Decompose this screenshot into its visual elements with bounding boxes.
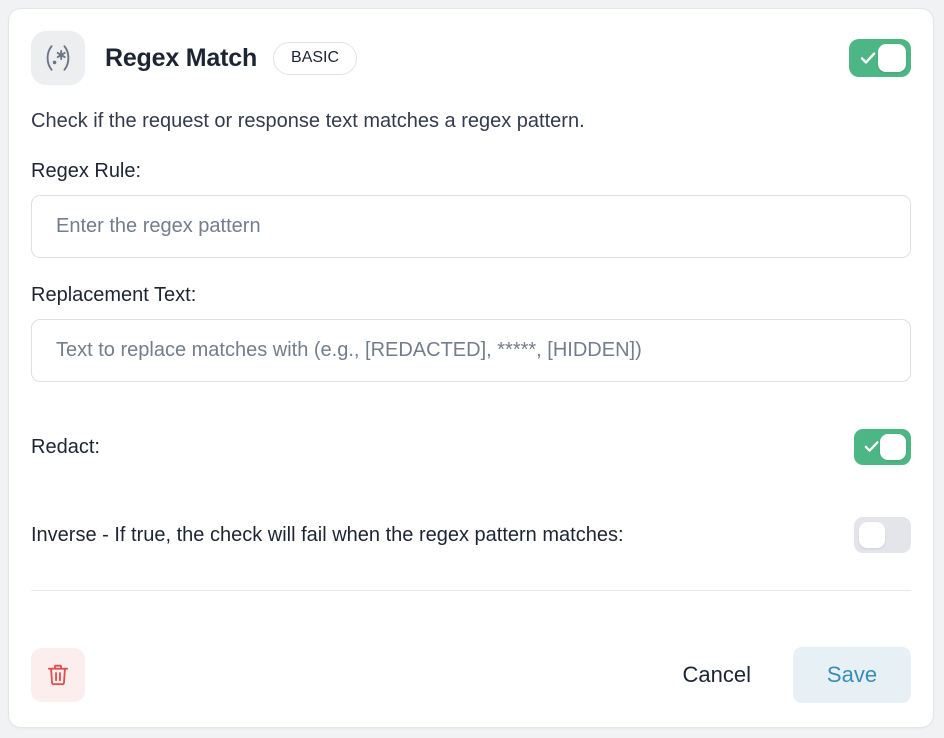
replacement-text-input[interactable] [31, 319, 911, 382]
check-icon [860, 52, 876, 64]
inverse-toggle[interactable] [854, 517, 911, 553]
regex-rule-input[interactable] [31, 195, 911, 258]
status-badge: BASIC [273, 41, 358, 75]
enable-check-toggle[interactable] [849, 39, 911, 77]
toggle-knob [880, 434, 906, 460]
check-icon [864, 441, 879, 452]
inverse-label: Inverse - If true, the check will fail w… [31, 524, 624, 546]
card-body: Regex Match BASIC Check if the request o… [9, 9, 933, 623]
replacement-text-label: Replacement Text: [31, 284, 197, 306]
regex-match-card: Regex Match BASIC Check if the request o… [8, 8, 934, 728]
card-header: Regex Match BASIC [31, 29, 911, 87]
switch-row-inverse: Inverse - If true, the check will fail w… [31, 510, 911, 560]
save-button[interactable]: Save [793, 647, 911, 703]
redact-toggle[interactable] [854, 429, 911, 465]
toggle-knob [878, 44, 906, 72]
field-replacement-text: Replacement Text: [31, 284, 911, 382]
card-description: Check if the request or response text ma… [31, 110, 585, 132]
page-title: Regex Match [105, 43, 258, 72]
switch-row-redact: Redact: [31, 422, 911, 472]
regex-rule-label: Regex Rule: [31, 160, 142, 182]
cancel-button[interactable]: Cancel [667, 650, 767, 700]
regex-icon [31, 31, 85, 85]
delete-button[interactable] [31, 648, 85, 702]
card-footer: Cancel Save [9, 623, 933, 727]
footer-divider [31, 590, 911, 591]
trash-icon [47, 664, 69, 686]
field-regex-rule: Regex Rule: [31, 160, 911, 258]
toggle-knob [859, 522, 885, 548]
redact-label: Redact: [31, 436, 100, 458]
